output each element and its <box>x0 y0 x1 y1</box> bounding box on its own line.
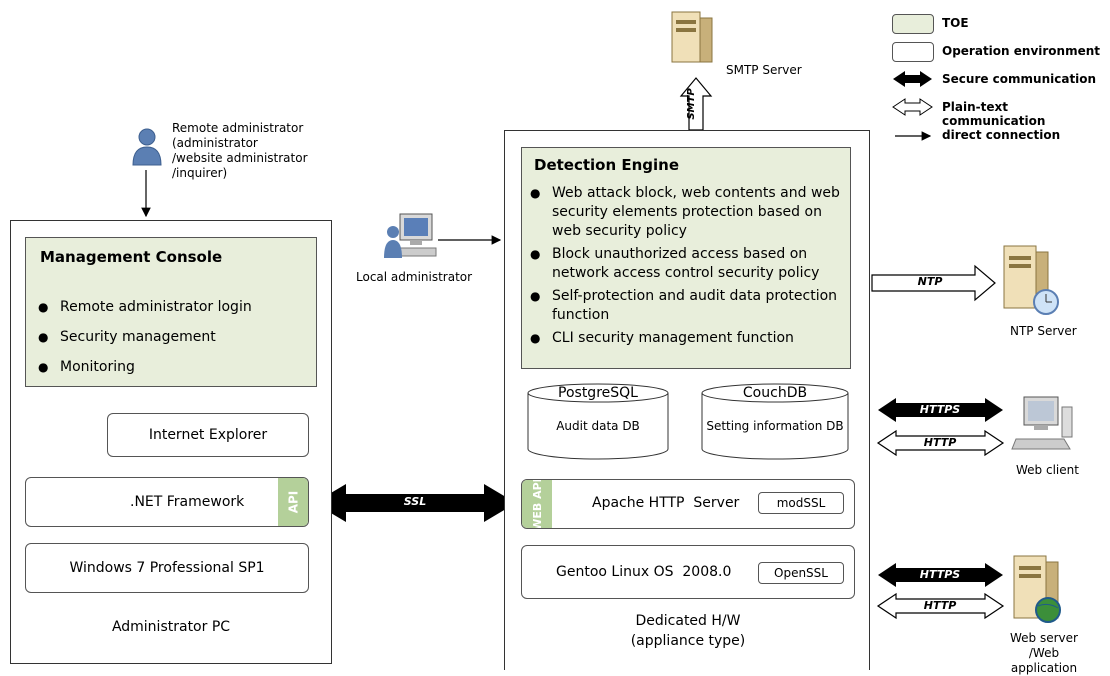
api-tab-label: API <box>285 490 300 514</box>
smtp-arrow <box>679 77 713 131</box>
detection-engine-title: Detection Engine <box>534 156 680 174</box>
legend-toe-label: TOE <box>942 16 969 30</box>
postgresql-cylinder-shape <box>527 383 669 460</box>
ntp-server-icon <box>1003 245 1059 315</box>
web-client-http-label: HTTP <box>923 436 957 449</box>
dotnet-framework-box: .NET Framework API <box>25 477 309 527</box>
legend-plain-arrow <box>892 98 933 116</box>
web-api-tab: WEB API <box>522 480 552 528</box>
management-console: Management Console Remote administrator … <box>25 237 317 387</box>
ssl-arrow <box>314 484 516 522</box>
web-client-label: Web client <box>1016 463 1079 477</box>
postgresql-db: PostgreSQL Audit data DB <box>527 383 669 461</box>
administrator-pc-label: Administrator PC <box>111 619 231 635</box>
ntp-server-label: NTP Server <box>1010 324 1077 338</box>
legend-plain-label: Plain-text communication <box>942 100 1046 128</box>
openssl-label: OpenSSL <box>774 566 828 580</box>
web-server-http-arrow <box>876 592 1005 620</box>
legend: TOE Operation environment Secure communi… <box>890 12 1105 147</box>
web-server-label: Web server /Web application <box>1010 631 1078 675</box>
legend-env-swatch <box>892 42 934 62</box>
web-server-https-arrow <box>878 563 1003 587</box>
remote-admin-person-icon <box>132 128 162 166</box>
couchdb-desc: Setting information DB <box>706 419 844 433</box>
apache-http-server-box: WEB API Apache HTTP Server modSSL <box>521 479 855 529</box>
legend-direct-label: direct connection <box>942 128 1061 142</box>
ntp-arrow-label: NTP <box>917 275 943 288</box>
apache-label: Apache HTTP Server <box>592 495 740 511</box>
list-item: Security management <box>36 328 306 347</box>
smtp-server-label: SMTP Server <box>726 63 802 77</box>
couchdb-db: CouchDB Setting information DB <box>701 383 849 461</box>
list-item: Web attack block, web contents and web s… <box>528 184 846 241</box>
gentoo-label: Gentoo Linux OS 2008.0 <box>556 564 732 580</box>
management-console-title: Management Console <box>40 248 223 266</box>
web-server-icon <box>1013 555 1061 623</box>
gentoo-linux-box: Gentoo Linux OS 2008.0 OpenSSL <box>521 545 855 599</box>
appliance-label: Dedicated H/W (appliance type) <box>630 613 746 649</box>
web-server-https-label: HTTPS <box>919 568 961 581</box>
list-item: Block unauthorized access based on netwo… <box>528 245 846 283</box>
smtp-arrow-label: SMTP <box>686 88 697 120</box>
remote-admin-label: Remote administrator (administrator /web… <box>172 121 308 180</box>
api-tab: API <box>278 478 308 526</box>
smtp-server-icon <box>671 11 713 63</box>
management-console-list: Remote administrator login Security mana… <box>36 298 306 377</box>
postgresql-name: PostgreSQL <box>558 385 638 401</box>
legend-secure-label: Secure communication <box>942 72 1097 86</box>
web-client-https-arrow <box>878 398 1003 422</box>
list-item: Remote administrator login <box>36 298 306 317</box>
web-client-https-label: HTTPS <box>919 403 961 416</box>
internet-explorer-box: Internet Explorer <box>107 413 309 457</box>
modssl-box: modSSL <box>758 492 844 514</box>
detection-engine: Detection Engine Web attack block, web c… <box>521 147 851 369</box>
windows-os-box: Windows 7 Professional SP1 <box>25 543 309 593</box>
modssl-label: modSSL <box>776 496 826 510</box>
detection-engine-list: Web attack block, web contents and web s… <box>528 184 846 348</box>
list-item: CLI security management function <box>528 329 846 348</box>
web-api-tab-label: WEB API <box>530 479 544 529</box>
appliance: Detection Engine Web attack block, web c… <box>504 130 870 670</box>
web-client-computer-icon <box>1011 396 1073 450</box>
local-admin-computer-icon <box>384 213 437 258</box>
postgresql-desc: Audit data DB <box>556 419 640 433</box>
list-item: Monitoring <box>36 358 306 377</box>
windows-os-label: Windows 7 Professional SP1 <box>69 560 265 576</box>
web-server-http-label: HTTP <box>923 599 957 612</box>
ssl-arrow-label: SSL <box>403 495 427 508</box>
openssl-box: OpenSSL <box>758 562 844 584</box>
local-admin-label: Local administrator <box>356 270 473 284</box>
ntp-arrow <box>871 264 996 302</box>
web-client-http-arrow <box>876 429 1005 457</box>
internet-explorer-label: Internet Explorer <box>148 427 268 443</box>
couchdb-name: CouchDB <box>742 385 808 401</box>
administrator-pc: Management Console Remote administrator … <box>10 220 332 664</box>
legend-env-label: Operation environment <box>942 44 1101 58</box>
dotnet-framework-label: .NET Framework <box>130 494 245 510</box>
couchdb-cylinder-shape <box>701 383 849 460</box>
legend-toe-swatch <box>892 14 934 34</box>
legend-secure-arrow <box>893 71 932 87</box>
list-item: Self-protection and audit data protectio… <box>528 287 846 325</box>
